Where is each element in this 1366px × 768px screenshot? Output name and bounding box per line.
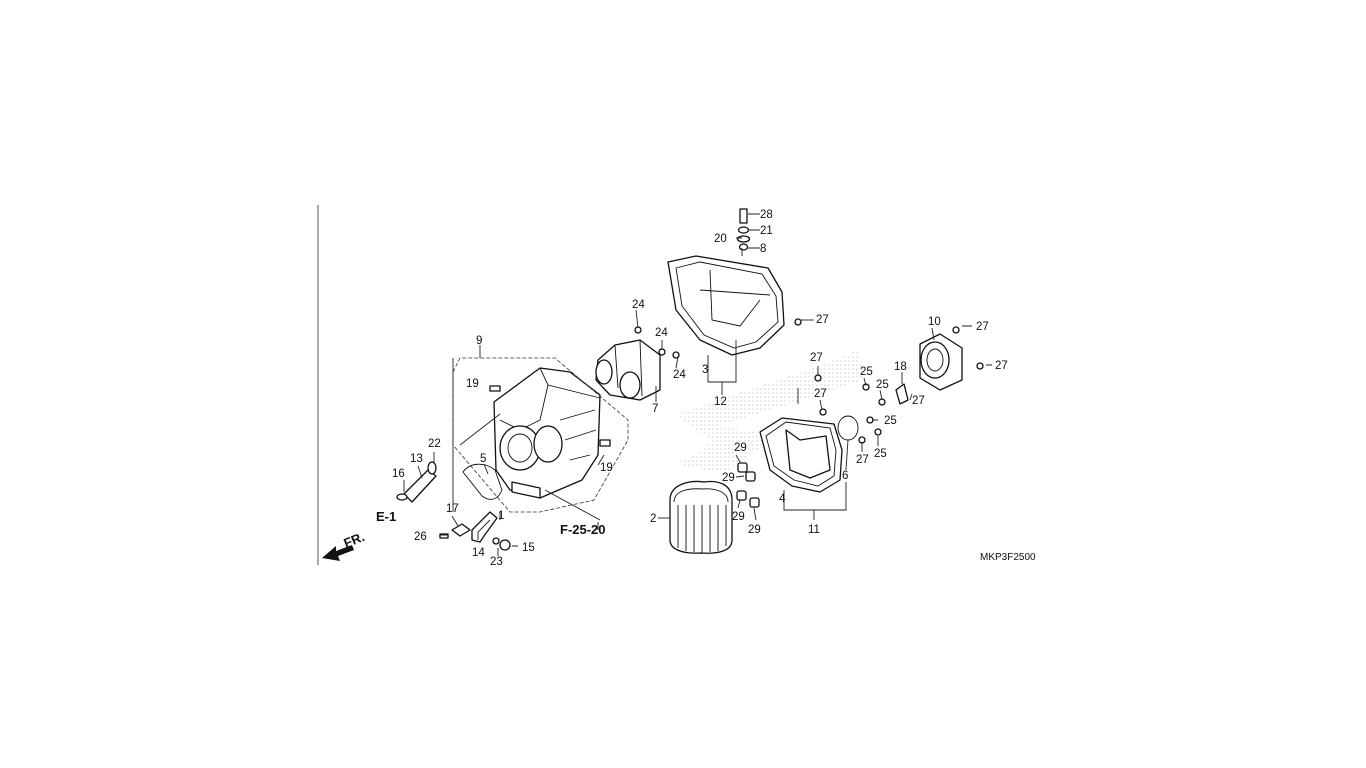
callout-13: 13 bbox=[410, 453, 423, 465]
callout-12: 12 bbox=[714, 396, 727, 408]
callout-3: 3 bbox=[702, 364, 708, 376]
callout-17: 17 bbox=[446, 503, 459, 515]
connecting-tube bbox=[895, 326, 984, 405]
callout-25: 25 bbox=[860, 366, 873, 378]
callout-4: 4 bbox=[779, 493, 786, 505]
callout-16: 16 bbox=[392, 468, 405, 480]
callout-2: 2 bbox=[650, 513, 656, 525]
assembly-outline bbox=[452, 357, 629, 513]
ref-f-25-20: F-25-20 bbox=[560, 522, 606, 537]
callout-25: 25 bbox=[876, 379, 889, 391]
callout-26: 26 bbox=[414, 531, 427, 543]
callout-29: 29 bbox=[732, 511, 745, 523]
air-cleaner-cover bbox=[667, 255, 802, 356]
callout-27: 27 bbox=[976, 321, 989, 333]
callout-29: 29 bbox=[734, 442, 747, 454]
callout-1: 1 bbox=[498, 510, 504, 522]
callout-27: 27 bbox=[810, 352, 823, 364]
bolt-stack bbox=[736, 208, 751, 251]
callout-27: 27 bbox=[995, 360, 1008, 372]
callout-28: 28 bbox=[760, 209, 773, 221]
callout-20: 20 bbox=[714, 233, 727, 245]
callout-23: 23 bbox=[490, 556, 503, 568]
callout-10: 10 bbox=[928, 316, 941, 328]
leader-lines bbox=[403, 213, 992, 556]
callout-25: 25 bbox=[874, 448, 887, 460]
callout-27: 27 bbox=[816, 314, 829, 326]
air-filter-element bbox=[669, 480, 733, 554]
callout-29: 29 bbox=[748, 524, 761, 536]
callout-27: 27 bbox=[912, 395, 925, 407]
callout-18: 18 bbox=[894, 361, 907, 373]
housing-seal bbox=[462, 463, 503, 500]
callouts: 28 21 20 8 27 3 12 24 24 24 7 9 19 19 22… bbox=[392, 209, 1008, 568]
callout-22: 22 bbox=[428, 438, 441, 450]
air-cleaner-housing bbox=[489, 367, 611, 499]
callout-11: 11 bbox=[808, 524, 820, 536]
callout-25: 25 bbox=[884, 415, 897, 427]
drain-tube bbox=[396, 461, 437, 503]
callout-15: 15 bbox=[522, 542, 535, 554]
callout-21: 21 bbox=[760, 225, 773, 237]
callout-27: 27 bbox=[814, 388, 827, 400]
callout-19: 19 bbox=[600, 462, 613, 474]
diagram-code: MKP3F2500 bbox=[980, 552, 1036, 563]
callout-24: 24 bbox=[632, 299, 645, 311]
ref-e-1: E-1 bbox=[376, 509, 396, 524]
callout-8: 8 bbox=[760, 243, 766, 255]
air-cleaner-case bbox=[759, 374, 886, 493]
front-arrow-label: FR. bbox=[342, 529, 367, 551]
intake-duct bbox=[595, 326, 680, 401]
callout-24: 24 bbox=[673, 369, 686, 381]
callout-9: 9 bbox=[476, 335, 482, 347]
callout-29: 29 bbox=[722, 472, 735, 484]
front-direction-arrow: FR. bbox=[322, 529, 367, 561]
callout-27: 27 bbox=[856, 454, 869, 466]
callout-19: 19 bbox=[466, 378, 479, 390]
callout-5: 5 bbox=[480, 453, 486, 465]
callout-24: 24 bbox=[655, 327, 668, 339]
callout-6: 6 bbox=[842, 470, 848, 482]
callout-14: 14 bbox=[472, 547, 485, 559]
callout-7: 7 bbox=[652, 403, 658, 415]
grommets bbox=[736, 462, 760, 508]
